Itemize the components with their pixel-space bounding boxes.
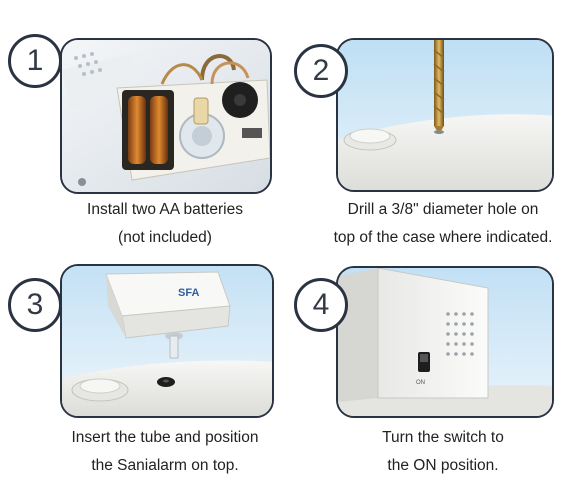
step-3-caption-line-1: Insert the tube and position: [71, 429, 259, 446]
step-2-caption: Drill a 3/8" diameter hole on top of the…: [316, 196, 570, 252]
switch-on-label: ON: [416, 380, 425, 386]
step-3-caption-line-2: the Sanialarm on top.: [91, 457, 239, 474]
step-4-photo: ON: [336, 266, 554, 418]
step-4-caption-line-1: Turn the switch to: [382, 429, 504, 446]
step-2-caption-line-2: top of the case where indicated.: [333, 229, 553, 246]
step-3-photo: SFA: [60, 264, 274, 418]
battery-compartment-photo: [62, 40, 270, 192]
step-1-number-badge: 1: [8, 34, 62, 88]
step-1-photo: [60, 38, 272, 194]
step-2-number-badge: 2: [294, 44, 348, 98]
step-3-caption: Insert the tube and position the Saniala…: [40, 424, 290, 480]
step-4-caption: Turn the switch to the ON position.: [316, 424, 570, 480]
drill-bit-photo: [338, 40, 552, 190]
switch-photo: ON: [338, 268, 552, 416]
step-2-caption-line-1: Drill a 3/8" diameter hole on: [347, 201, 539, 218]
device-label: SFA: [178, 287, 199, 299]
sanialarm-tube-photo: SFA: [62, 266, 272, 416]
step-1-caption-line-1: Install two AA batteries: [87, 201, 243, 218]
step-4-caption-line-2: the ON position.: [387, 457, 499, 474]
step-3-number-badge: 3: [8, 278, 62, 332]
step-4-number-badge: 4: [294, 278, 348, 332]
step-2-photo: [336, 38, 554, 192]
step-1-caption-line-2: (not included): [118, 229, 212, 246]
step-1-caption: Install two AA batteries (not included): [40, 196, 290, 252]
